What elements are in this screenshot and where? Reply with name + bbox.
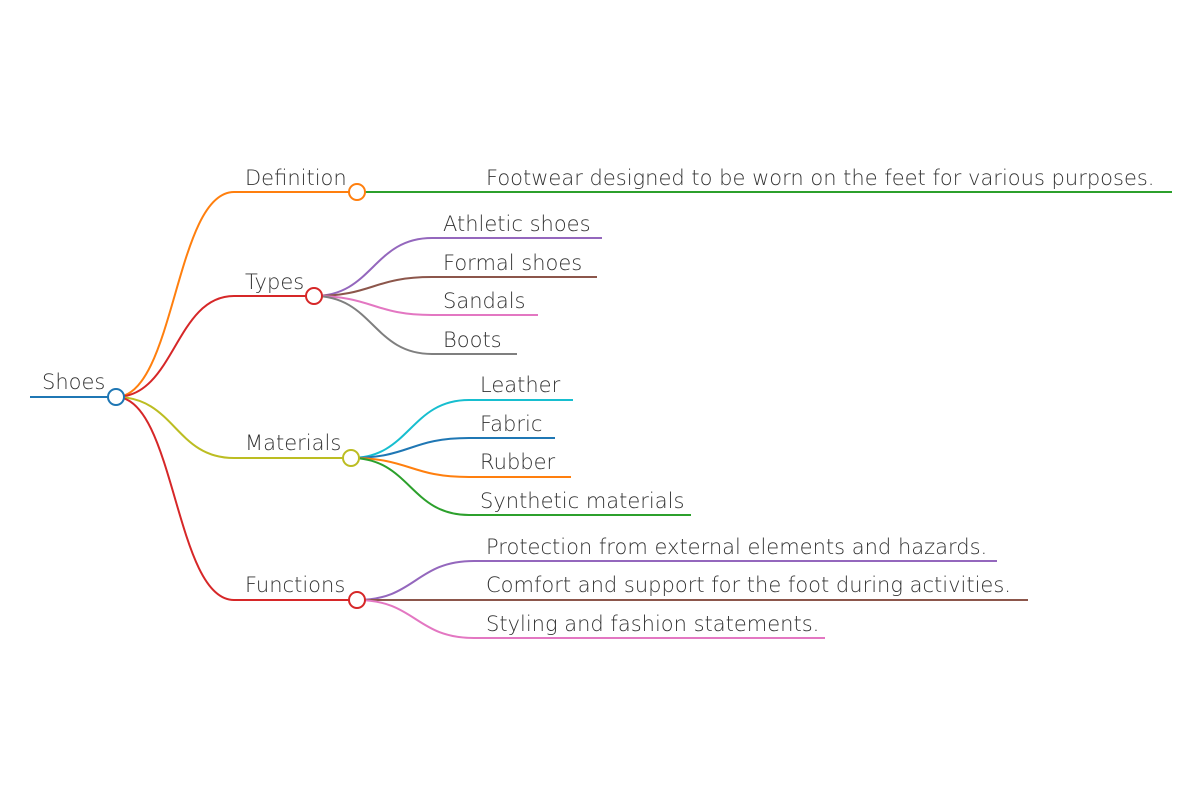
leaf-boots-label: Boots xyxy=(443,328,502,352)
root-label: Shoes xyxy=(42,370,105,394)
leaf-athletic-shoes-label: Athletic shoes xyxy=(443,212,591,236)
branch-types-label: Types xyxy=(245,270,304,294)
leaf-definition-footwear[interactable]: Footwear designed to be worn on the feet… xyxy=(474,166,1172,193)
leaf-materials-fabric[interactable]: Fabric xyxy=(469,412,555,439)
leaf-types-formal-shoes[interactable]: Formal shoes xyxy=(432,251,597,278)
connector-branch-2-leaf-3 xyxy=(350,457,470,516)
leaf-styling-label: Styling and fashion statements. xyxy=(486,612,819,636)
connector-root-branch-3 xyxy=(115,396,235,601)
root-node[interactable]: Shoes xyxy=(30,370,116,398)
branch-materials-label: Materials xyxy=(245,431,341,455)
branch-types[interactable]: Types xyxy=(234,270,314,297)
leaf-types-boots[interactable]: Boots xyxy=(432,328,517,355)
root-collapse-knob[interactable] xyxy=(107,388,125,406)
branch-functions-collapse-knob[interactable] xyxy=(348,591,366,609)
leaf-types-sandals[interactable]: Sandals xyxy=(432,289,538,316)
leaf-synthetic-label: Synthetic materials xyxy=(480,489,684,513)
leaf-functions-protection[interactable]: Protection from external elements and ha… xyxy=(474,535,997,562)
leaf-comfort-label: Comfort and support for the foot during … xyxy=(486,573,1011,597)
leaf-rubber-label: Rubber xyxy=(480,450,556,474)
connector-branch-1-leaf-0 xyxy=(313,237,433,297)
connector-branch-2-leaf-2 xyxy=(350,457,470,478)
leaf-functions-styling[interactable]: Styling and fashion statements. xyxy=(474,612,825,639)
connector-branch-1-leaf-1 xyxy=(313,276,433,297)
connector-root-branch-1 xyxy=(115,295,235,398)
leaf-materials-rubber[interactable]: Rubber xyxy=(469,450,571,478)
connector-root-branch-0 xyxy=(115,191,235,398)
connector-branch-2-leaf-0 xyxy=(350,399,470,459)
leaf-definition-footwear-label: Footwear designed to be worn on the feet… xyxy=(486,166,1154,190)
connector-layer xyxy=(115,190,475,639)
connector-branch-2-leaf-1 xyxy=(350,437,470,459)
leaf-types-athletic-shoes[interactable]: Athletic shoes xyxy=(432,212,602,239)
leaf-functions-comfort[interactable]: Comfort and support for the foot during … xyxy=(474,573,1028,601)
leaf-formal-shoes-label: Formal shoes xyxy=(443,251,582,275)
branch-definition-collapse-knob[interactable] xyxy=(348,183,366,201)
leaf-sandals-label: Sandals xyxy=(443,289,525,313)
leaf-materials-leather[interactable]: Leather xyxy=(469,373,573,401)
branch-types-collapse-knob[interactable] xyxy=(305,287,323,305)
leaf-protection-label: Protection from external elements and ha… xyxy=(486,535,987,559)
leaf-leather-label: Leather xyxy=(480,373,561,397)
connector-branch-1-leaf-2 xyxy=(313,295,433,316)
connector-root-branch-2 xyxy=(115,396,235,459)
branch-definition-label: Definition xyxy=(245,166,347,190)
connector-branch-3-leaf-2 xyxy=(356,599,475,639)
branch-functions-label: Functions xyxy=(245,573,345,597)
leaf-materials-synthetic[interactable]: Synthetic materials xyxy=(469,489,691,516)
branch-definition[interactable]: Definition xyxy=(234,166,357,193)
connector-branch-1-leaf-3 xyxy=(313,295,433,355)
branch-functions[interactable]: Functions xyxy=(234,573,357,601)
branch-materials-collapse-knob[interactable] xyxy=(342,449,360,467)
connector-branch-3-leaf-0 xyxy=(356,560,475,601)
branch-materials[interactable]: Materials xyxy=(234,431,351,459)
leaf-fabric-label: Fabric xyxy=(480,412,542,436)
